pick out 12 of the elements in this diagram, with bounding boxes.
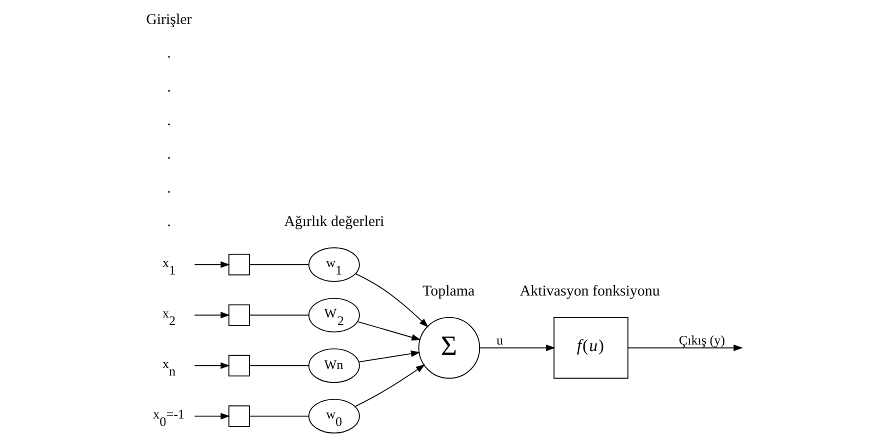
- label: .: [166, 46, 170, 62]
- label: .: [166, 146, 170, 163]
- label: .: [166, 180, 170, 196]
- label: Toplama: [422, 283, 474, 300]
- label: .: [166, 214, 170, 230]
- edge-label: u: [496, 332, 503, 348]
- label: .: [166, 113, 170, 130]
- edge-label: Çıkış (y): [678, 332, 725, 348]
- label: .: [166, 79, 170, 96]
- label: Girişler: [146, 12, 192, 28]
- label: Aktivasyon fonksiyonu: [519, 283, 660, 300]
- label: Ağırlık değerleri: [284, 214, 384, 230]
